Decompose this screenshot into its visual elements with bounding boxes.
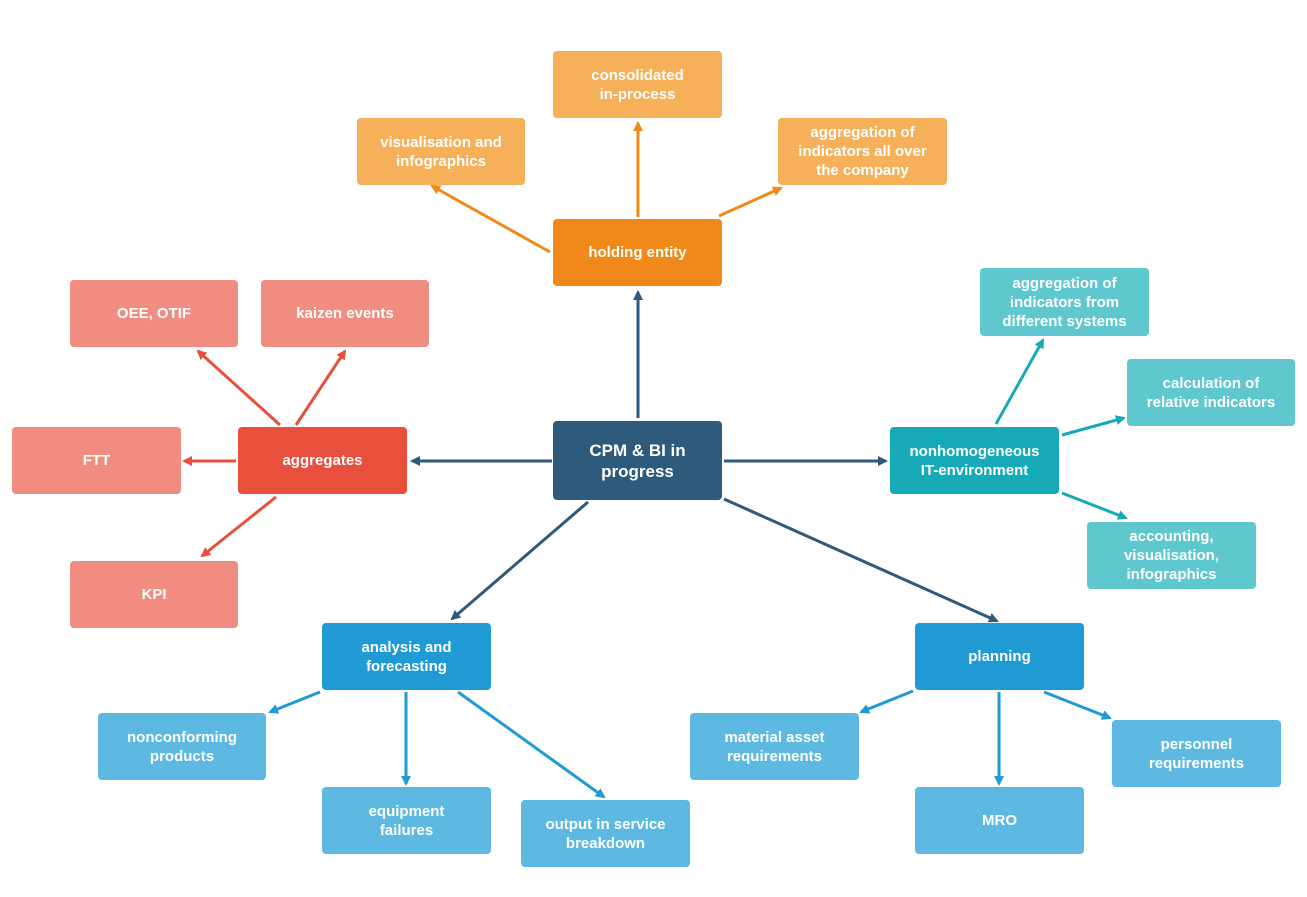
- arrow-analysis-to-output: [457, 690, 606, 799]
- arrow-analysis-to-nonconforming: [268, 690, 321, 714]
- kpi-node: KPI: [70, 561, 238, 628]
- accounting-visualisation-node: accounting, visualisation, infographics: [1087, 522, 1256, 589]
- visualisation-infographics-node: visualisation and infographics: [357, 118, 525, 185]
- analysis-forecasting-node: analysis and forecasting: [322, 623, 491, 690]
- center-node: CPM & BI in progress: [553, 421, 722, 500]
- arrow-aggregates-to-kpi: [200, 495, 277, 558]
- equipment-failures-node: equipment failures: [322, 787, 491, 854]
- arrow-holding-to-aggregation: [718, 186, 783, 218]
- arrow-center-to-planning: [723, 497, 999, 623]
- mro-node: MRO: [915, 787, 1084, 854]
- arrow-it-env-to-aggregation: [994, 338, 1045, 425]
- personnel-requirements-node: personnel requirements: [1112, 720, 1281, 787]
- it-environment-node: nonhomogeneous IT-environment: [890, 427, 1059, 494]
- output-service-breakdown-node: output in service breakdown: [521, 800, 690, 867]
- arrow-it-env-to-accounting: [1061, 491, 1128, 520]
- arrow-holding-to-visualisation: [430, 184, 551, 254]
- oee-otif-node: OEE, OTIF: [70, 280, 238, 347]
- aggregation-all-company-node: aggregation of indicators all over the c…: [778, 118, 947, 185]
- nonconforming-products-node: nonconforming products: [98, 713, 266, 780]
- calculation-relative-indicators-node: calculation of relative indicators: [1127, 359, 1295, 426]
- arrow-aggregates-to-kaizen: [294, 349, 347, 426]
- arrow-center-to-analysis: [450, 500, 589, 621]
- planning-node: planning: [915, 623, 1084, 690]
- arrow-planning-to-material: [859, 689, 914, 714]
- aggregation-different-systems-node: aggregation of indicators from different…: [980, 268, 1149, 336]
- material-asset-requirements-node: material asset requirements: [690, 713, 859, 780]
- ftt-node: FTT: [12, 427, 181, 494]
- arrow-it-env-to-calculation: [1061, 415, 1126, 437]
- arrow-planning-to-personnel: [1043, 690, 1112, 720]
- arrow-aggregates-to-oee: [196, 349, 282, 427]
- consolidated-in-process-node: consolidated in-process: [553, 51, 722, 118]
- kaizen-events-node: kaizen events: [261, 280, 429, 347]
- aggregates-node: aggregates: [238, 427, 407, 494]
- holding-entity-node: holding entity: [553, 219, 722, 286]
